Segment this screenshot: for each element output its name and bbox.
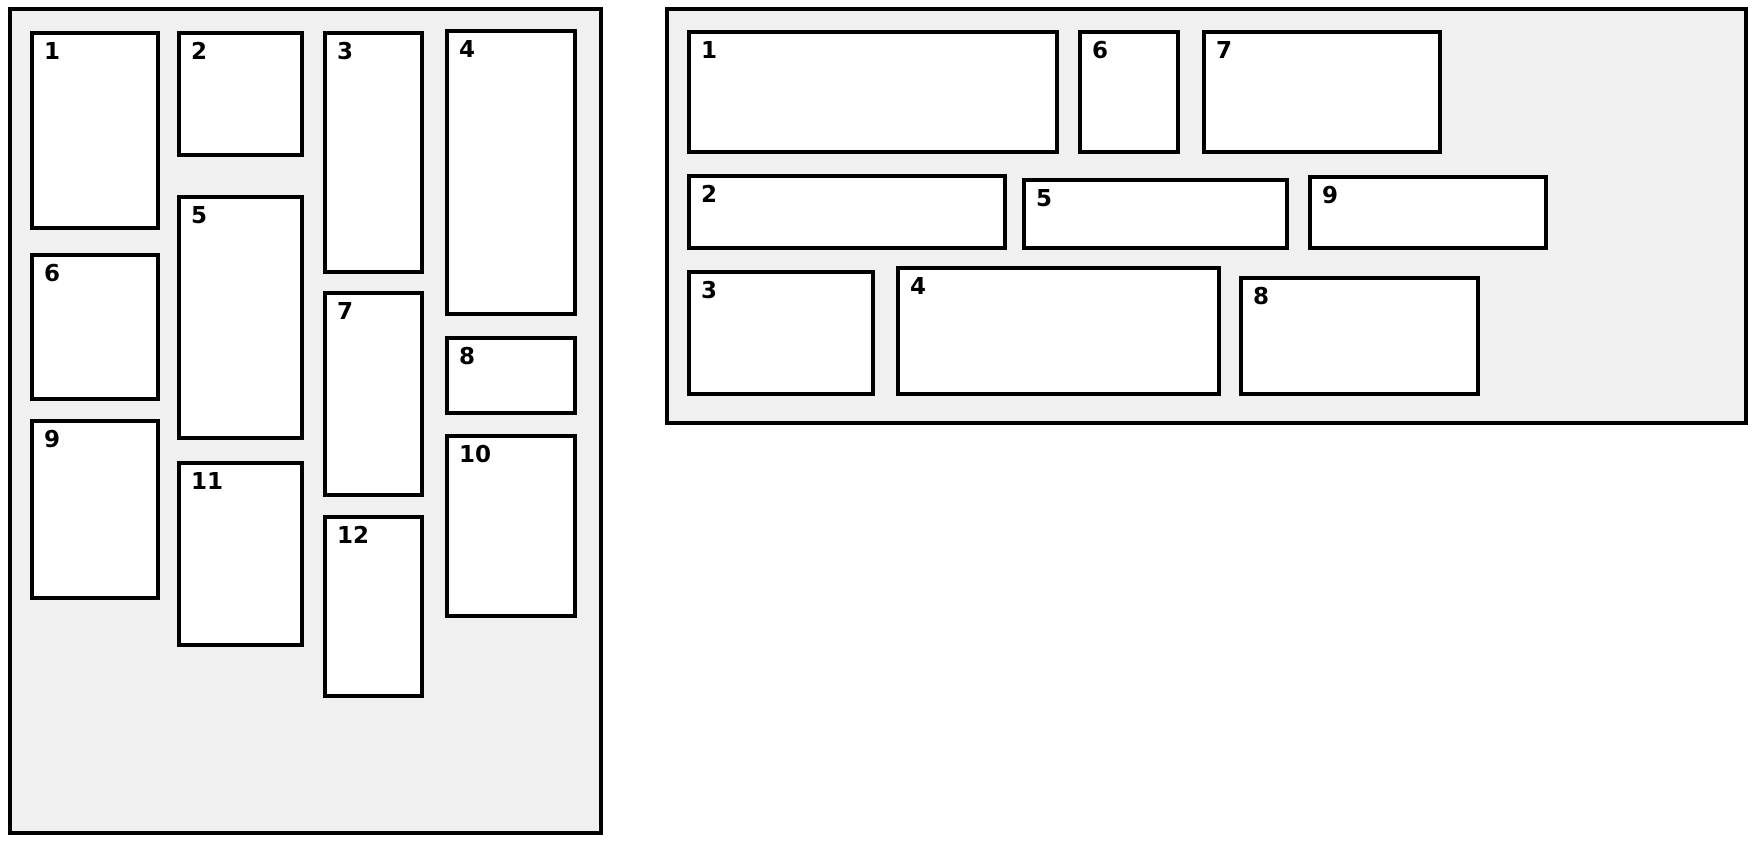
box-label: 4 <box>910 274 927 300</box>
packed-box[interactable]: 12 <box>323 515 424 698</box>
box-label: 3 <box>337 39 354 65</box>
packed-box[interactable]: 2 <box>177 31 304 157</box>
packed-box[interactable]: 8 <box>445 336 577 415</box>
packed-box[interactable]: 3 <box>687 270 875 396</box>
box-label: 4 <box>459 37 476 63</box>
box-label: 1 <box>44 39 61 65</box>
packed-box[interactable]: 6 <box>1078 30 1180 154</box>
packed-box[interactable]: 8 <box>1239 276 1480 396</box>
box-label: 5 <box>191 203 208 229</box>
box-label: 2 <box>701 182 718 208</box>
packed-box[interactable]: 4 <box>445 29 577 316</box>
packed-box[interactable]: 11 <box>177 461 304 647</box>
box-label: 10 <box>459 442 492 468</box>
packed-box[interactable]: 4 <box>896 266 1221 396</box>
packed-box[interactable]: 1 <box>30 31 160 230</box>
packed-box[interactable]: 7 <box>323 291 424 497</box>
packed-box[interactable]: 5 <box>177 195 304 440</box>
packed-box[interactable]: 1 <box>687 30 1059 154</box>
packed-box[interactable]: 3 <box>323 31 424 274</box>
box-label: 6 <box>1092 38 1109 64</box>
packed-box[interactable]: 7 <box>1202 30 1442 154</box>
box-label: 6 <box>44 261 61 287</box>
packed-box[interactable]: 9 <box>1308 175 1548 250</box>
box-label: 11 <box>191 469 224 495</box>
packed-box[interactable]: 2 <box>687 174 1007 250</box>
box-label: 8 <box>459 344 476 370</box>
box-label: 7 <box>1216 38 1233 64</box>
box-label: 12 <box>337 523 370 549</box>
packed-box[interactable]: 5 <box>1022 178 1289 250</box>
box-label: 8 <box>1253 284 1270 310</box>
box-label: 9 <box>44 427 61 453</box>
box-label: 9 <box>1322 183 1339 209</box>
packed-box[interactable]: 9 <box>30 419 160 600</box>
box-label: 2 <box>191 39 208 65</box>
box-label: 3 <box>701 278 718 304</box>
packed-box[interactable]: 6 <box>30 253 160 401</box>
box-label: 5 <box>1036 186 1053 212</box>
box-label: 1 <box>701 38 718 64</box>
box-label: 7 <box>337 299 354 325</box>
packed-box[interactable]: 10 <box>445 434 577 618</box>
